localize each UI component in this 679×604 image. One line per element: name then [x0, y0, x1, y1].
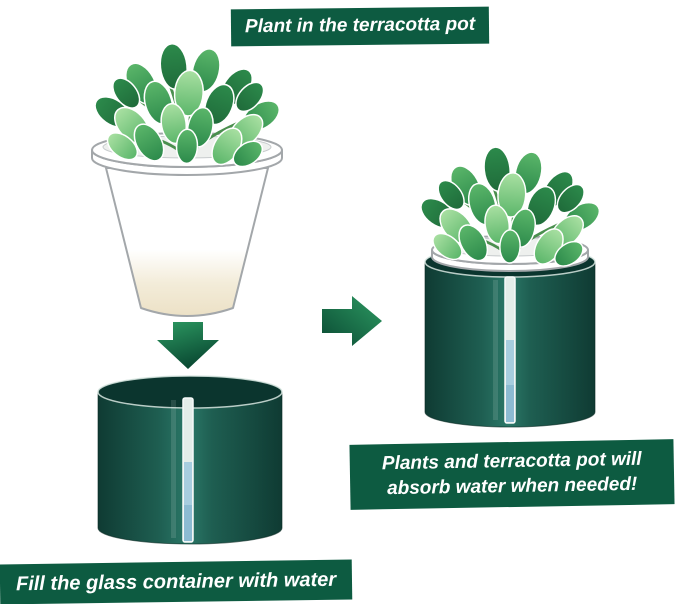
bottom-caption-text: Fill the glass container with water [15, 568, 337, 596]
right-caption-badge: Plants and terracotta pot will absorb wa… [349, 439, 675, 511]
pot-body [105, 167, 269, 317]
bottom-caption-badge: Fill the glass container with water [0, 559, 353, 604]
step-plant-in-pot [88, 41, 286, 317]
container-sheen [171, 400, 176, 538]
container-sheen [493, 280, 498, 420]
top-caption-text: Plant in the terracotta pot [244, 13, 476, 38]
down-arrow-icon [157, 322, 219, 369]
water-level-indicator [182, 397, 194, 543]
right-arrow-icon [322, 296, 382, 346]
plant-illustration [414, 144, 606, 273]
right-caption-line2: absorb water when needed! [386, 473, 638, 499]
glass-container-illustration [97, 375, 283, 545]
assembled-planter-illustration [414, 144, 606, 428]
water-level-indicator [504, 276, 516, 424]
top-caption-badge: Plant in the terracotta pot [230, 6, 490, 47]
plant-illustration [88, 41, 286, 174]
